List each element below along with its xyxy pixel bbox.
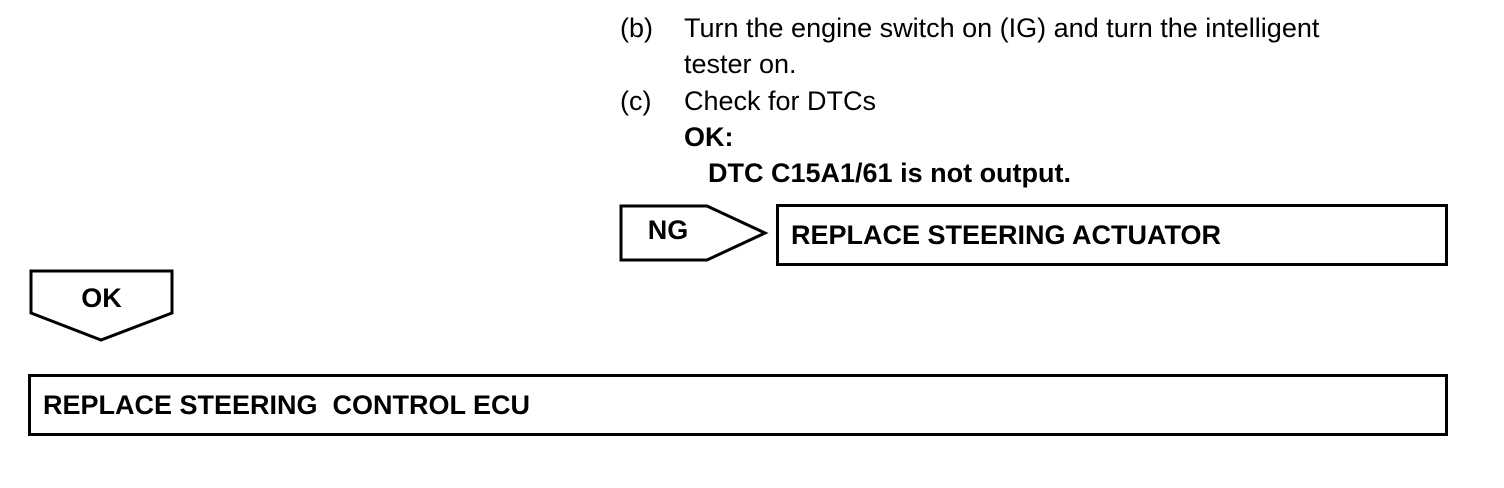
step-c-marker: (c) [620, 86, 652, 116]
ok-tag: OK [81, 283, 122, 313]
ok-action-text: REPLACE STEERING CONTROL ECU [43, 389, 531, 420]
ng-action-text: REPLACE STEERING ACTUATOR [791, 219, 1222, 250]
step-b-text-line1: Turn the engine switch on (IG) and turn … [684, 13, 1320, 43]
step-b-text-line2: tester on. [684, 49, 797, 79]
step-c-text: Check for DTCs [684, 86, 877, 116]
ok-condition-detail: DTC C15A1/61 is not output. [708, 158, 1072, 188]
ng-action-box: REPLACE STEERING ACTUATOR [776, 204, 1448, 266]
ng-tag: NG [647, 215, 689, 245]
ng-arrow-shape [619, 204, 769, 262]
step-b-marker: (b) [620, 13, 653, 43]
ok-arrow-shape [29, 269, 174, 342]
ok-condition-label: OK: [684, 122, 734, 152]
ok-action-box: REPLACE STEERING CONTROL ECU [28, 374, 1448, 436]
